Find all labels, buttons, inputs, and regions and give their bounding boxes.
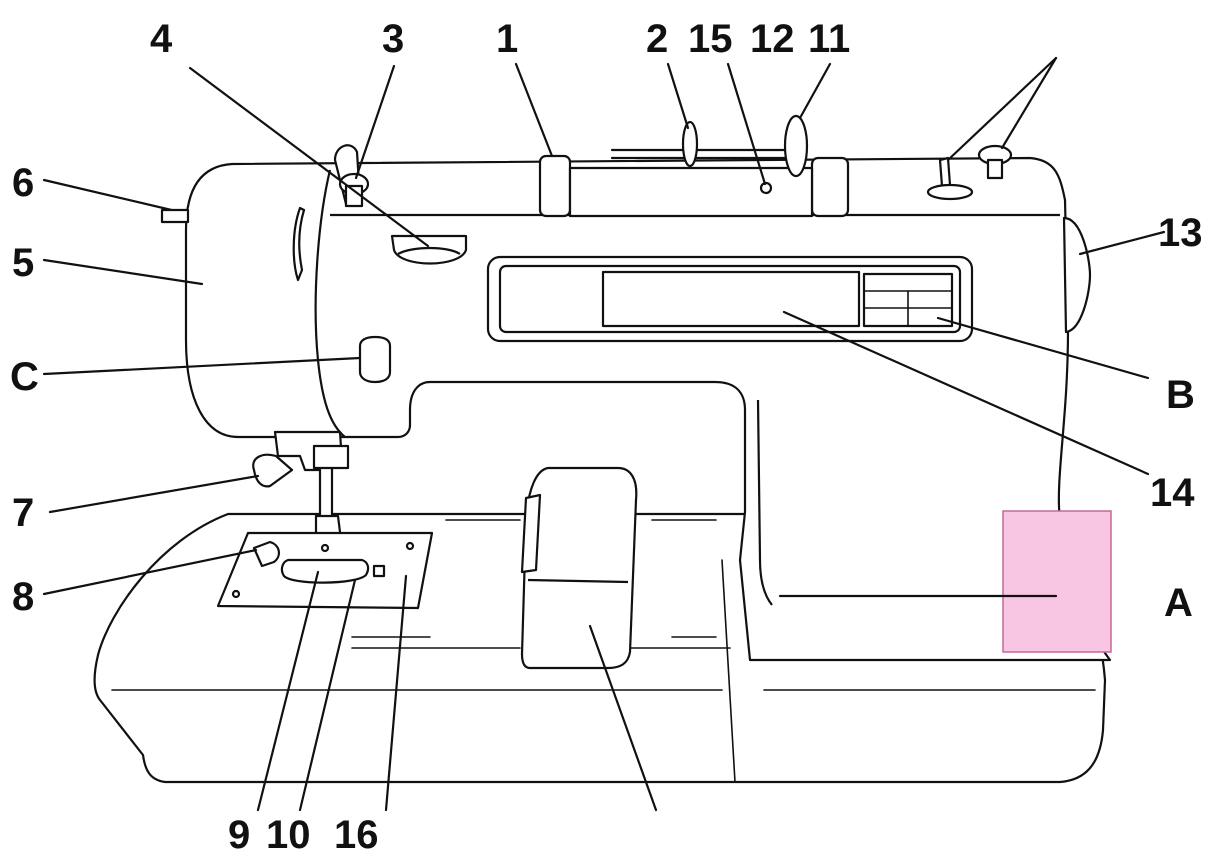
spool-housing-right — [810, 156, 850, 218]
leader-7 — [48, 474, 260, 514]
callout-1: 1 — [496, 17, 518, 61]
callout-11: 11 — [808, 17, 850, 61]
leader-11 — [798, 62, 832, 120]
needle-plate-slot — [252, 540, 280, 568]
callout-7: 7 — [12, 491, 34, 535]
callout-6: 6 — [12, 161, 34, 205]
leader-C — [42, 356, 362, 376]
leader-1 — [514, 62, 554, 158]
needle-plate-screw-3 — [320, 543, 330, 553]
needle-plate-screw-1 — [231, 589, 241, 599]
leader-14 — [782, 310, 1150, 476]
callout-16: 16 — [334, 813, 379, 857]
power-switch-highlight — [1002, 510, 1112, 653]
leader-top-right-b — [1000, 56, 1058, 150]
leader-2 — [666, 62, 690, 130]
head-cover-seam — [314, 169, 346, 438]
callout-12: 12 — [750, 17, 795, 61]
callout-B: B — [1166, 373, 1195, 417]
lcd-screen — [601, 270, 861, 328]
bobbin-cover — [280, 558, 370, 584]
spool-housing — [538, 154, 572, 218]
callout-9: 9 — [228, 813, 250, 857]
bed-seam — [721, 559, 736, 783]
thread-guide-base — [926, 183, 974, 201]
needle-bar — [318, 464, 334, 522]
spool-cap-right — [783, 114, 809, 178]
column-slot — [756, 399, 773, 606]
callout-5: 5 — [12, 241, 34, 285]
callout-13: 13 — [1158, 211, 1203, 255]
callout-14: 14 — [1150, 471, 1195, 515]
carriage-side — [520, 493, 542, 574]
handwheel — [1062, 216, 1092, 334]
spool-cap-left — [681, 120, 699, 168]
callout-A: A — [1164, 581, 1193, 625]
needle-clamp — [312, 444, 350, 470]
leader-16 — [384, 574, 408, 812]
leader-bottom — [588, 624, 658, 812]
leader-13 — [1078, 230, 1166, 256]
callout-3: 3 — [382, 17, 404, 61]
callout-4: 4 — [150, 17, 173, 61]
take-up-window-inner — [397, 246, 461, 255]
callout-C: C — [10, 355, 39, 399]
leader-5 — [42, 258, 204, 286]
thread-guide-pin — [938, 156, 952, 188]
callout-10: 10 — [266, 813, 311, 857]
callout-15: 15 — [688, 17, 733, 61]
top-knob-stem — [986, 158, 1004, 180]
face-plate-edge — [292, 206, 306, 282]
leader-6 — [42, 178, 182, 214]
pin-6 — [160, 208, 190, 224]
leader-3 — [354, 64, 396, 180]
leader-9 — [256, 570, 320, 812]
bobbin-winder-hole — [759, 181, 773, 195]
presser-foot-lever — [252, 453, 294, 488]
leader-10 — [298, 578, 357, 812]
carriage-seam — [527, 578, 629, 584]
thread-take-up-window — [390, 234, 468, 265]
leader-4 — [188, 66, 430, 248]
leader-15 — [726, 62, 767, 186]
top-cover — [568, 166, 814, 218]
needle-plate-screw-2 — [405, 541, 415, 551]
callout-2: 2 — [646, 17, 668, 61]
leader-top-right-a — [946, 56, 1058, 162]
callout-8: 8 — [12, 575, 34, 619]
leader-B — [936, 316, 1150, 380]
start-stop-button — [358, 335, 392, 384]
bobbin-cover-release — [372, 564, 386, 578]
leader-8 — [42, 548, 258, 596]
